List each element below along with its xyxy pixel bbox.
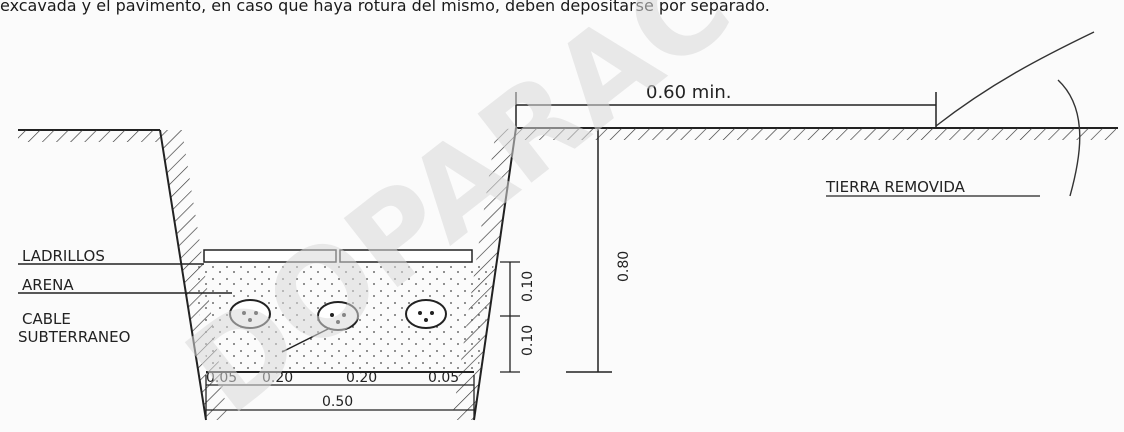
depth-upper-label: 0.10 bbox=[520, 271, 536, 302]
bottom-dim-2: 0.20 bbox=[262, 370, 293, 386]
bottom-dimension-lines bbox=[205, 375, 475, 418]
cable-leader bbox=[281, 327, 331, 353]
cable-label-line2: SUBTERRANEO bbox=[18, 328, 130, 346]
cable-right bbox=[405, 299, 447, 329]
arena-label: ARENA bbox=[22, 276, 74, 294]
ground-surface-left bbox=[18, 129, 160, 142]
bottom-dim-4: 0.05 bbox=[428, 370, 459, 386]
ground-surface-right bbox=[516, 127, 1118, 140]
depth-total-label: 0.80 bbox=[616, 251, 632, 282]
bottom-total-label: 0.50 bbox=[322, 394, 353, 410]
depth-dimension bbox=[566, 128, 612, 373]
bricks-layer bbox=[203, 249, 473, 263]
cable-center bbox=[317, 301, 359, 331]
cable-left bbox=[229, 299, 271, 329]
tierra-removida-outline bbox=[935, 31, 1095, 197]
tierra-removida-label: TIERRA REMOVIDA bbox=[825, 178, 966, 196]
bottom-dim-3: 0.20 bbox=[346, 370, 377, 386]
caption-text: excavada y el pavimento, en caso que hay… bbox=[0, 0, 770, 15]
sand-depth-dimensions bbox=[500, 261, 520, 373]
bottom-dim-1: 0.05 bbox=[206, 370, 237, 386]
depth-lower-label: 0.10 bbox=[520, 325, 536, 356]
cable-label-line1: CABLE bbox=[22, 310, 71, 328]
top-width-dimension bbox=[515, 92, 937, 128]
ladrillos-label: LADRILLOS bbox=[22, 247, 105, 265]
min-width-label: 0.60 min. bbox=[646, 82, 731, 103]
